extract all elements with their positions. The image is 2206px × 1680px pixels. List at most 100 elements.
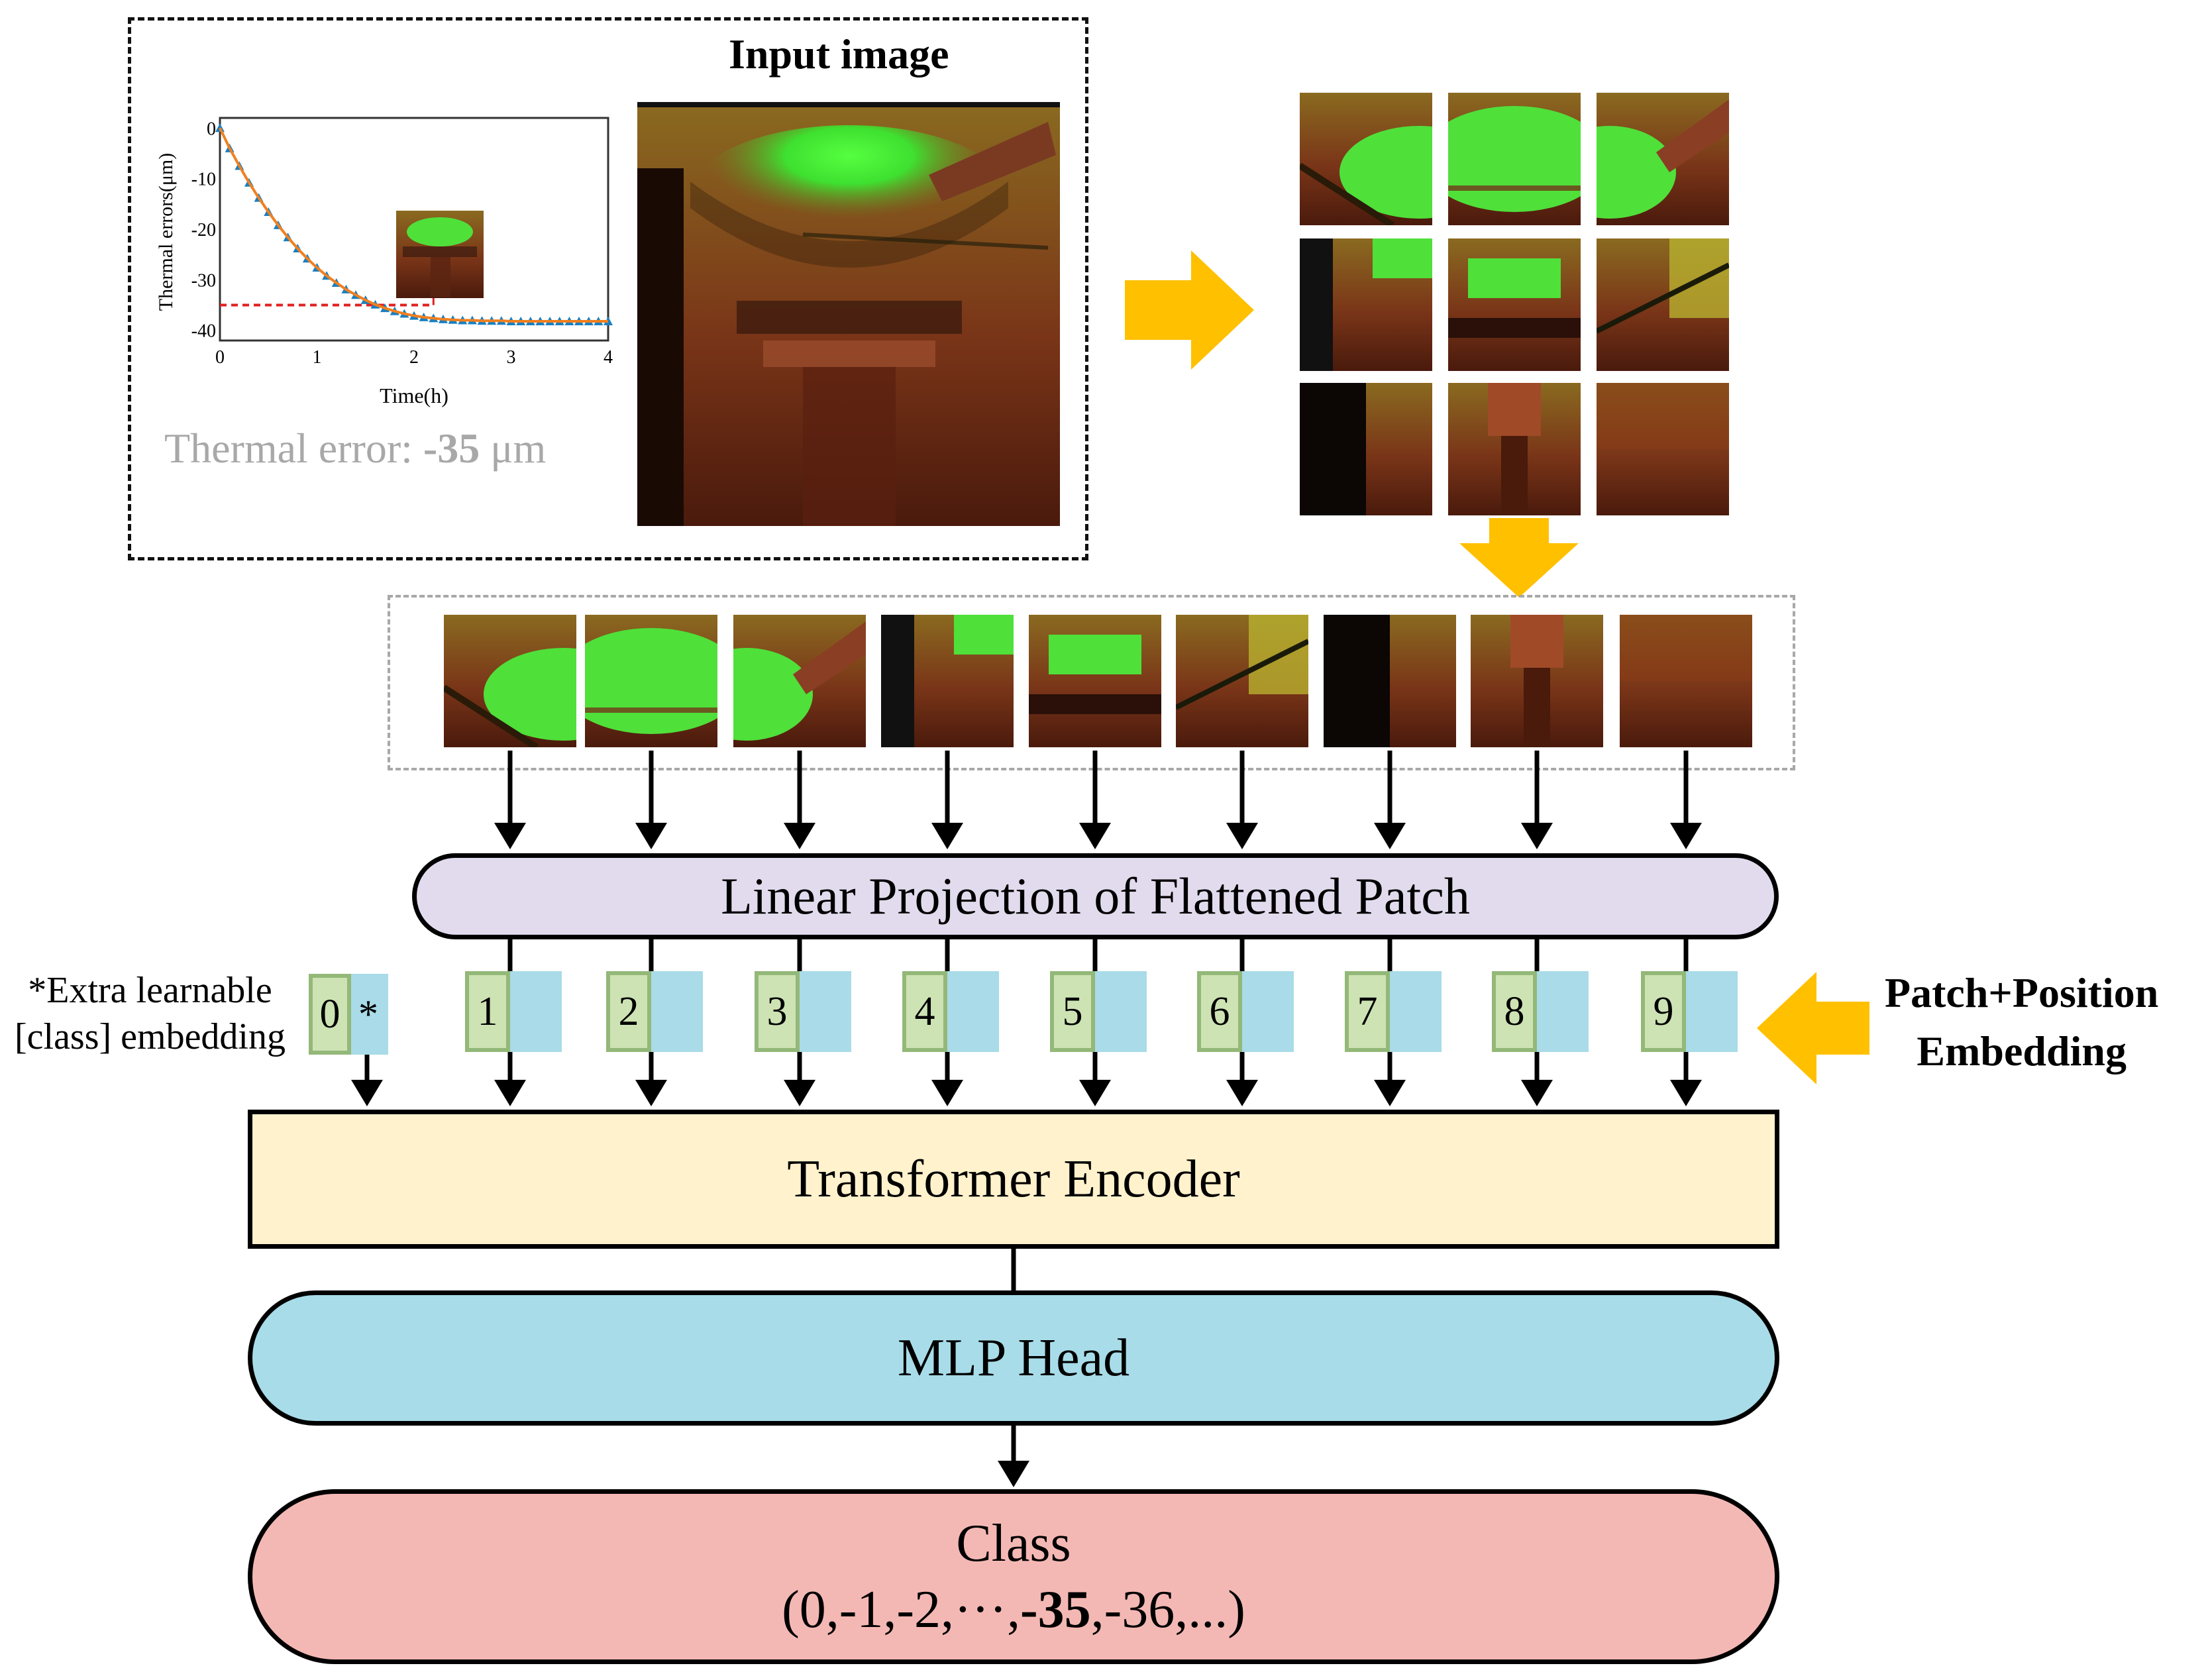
patch-token-3: 3: [755, 971, 851, 1052]
thermal-error-prefix: Thermal error:: [164, 425, 423, 472]
chart-y-tick-1: -10: [191, 170, 216, 190]
patch-position-line2: Embedding: [1917, 1027, 2127, 1075]
patch-token-index: 4: [914, 988, 935, 1034]
patch-token-9: 9: [1641, 971, 1738, 1052]
chart-y-tick-4: -40: [191, 321, 216, 342]
transformer-encoder-block: Transformer Encoder: [248, 1110, 1779, 1249]
class-token-index: 0: [319, 991, 341, 1037]
class-title: Class: [956, 1514, 1071, 1573]
token-to-encoder-arrow-6-head: [1226, 1080, 1258, 1106]
patch-token-patch-part: [606, 971, 651, 1052]
token-to-encoder-arrow-2-head: [635, 1080, 667, 1106]
patch-token-5: 5: [1050, 971, 1147, 1052]
token-to-encoder-arrow-7-head: [1374, 1080, 1406, 1106]
orange-arrow-down: [1459, 518, 1579, 598]
thermal-error-value: -35: [423, 425, 480, 472]
grid-patch-3: [1597, 93, 1729, 225]
chart-x-tick-3: 3: [507, 347, 516, 368]
extra-embedding-line1: *Extra learnable: [28, 970, 272, 1011]
patch-to-projection-arrow-7-head: [1374, 823, 1406, 849]
flattened-patch-9: [1620, 615, 1752, 747]
patch-token-patch-part: [465, 971, 510, 1052]
extra-embedding-label: *Extra learnable [class] embedding: [15, 967, 286, 1060]
patch-to-projection-arrow-3-head: [784, 823, 815, 849]
patch-position-line1: Patch+Position: [1885, 969, 2159, 1016]
linear-projection-block: Linear Projection of Flattened Patch: [412, 853, 1779, 939]
chart-x-tick-0: 0: [215, 347, 225, 368]
grid-patch-5: [1448, 238, 1581, 371]
orange-arrow-right: [1125, 250, 1254, 370]
token-to-encoder-arrow-3-head: [784, 1080, 815, 1106]
input-section-box: [128, 17, 1088, 560]
patch-token-index: 8: [1504, 988, 1525, 1034]
chart-y-axis-label: Thermal errors(μm): [155, 153, 177, 311]
mlp-head-label: MLP Head: [897, 1328, 1130, 1387]
linear-projection-label: Linear Projection of Flattened Patch: [721, 867, 1470, 925]
class-values-prefix: (0,-1,-2,···,: [782, 1581, 1020, 1639]
class-values-suffix: ,-36,...): [1090, 1581, 1245, 1639]
chart-y-tick-0: 0: [207, 119, 216, 139]
mlp-to-class-arrow-head: [998, 1461, 1029, 1487]
flattened-patch-4: [881, 615, 1014, 747]
patch-token-index: 1: [477, 988, 498, 1034]
patch-token-8: 8: [1492, 971, 1589, 1052]
patch-token-patch-part: [902, 971, 947, 1052]
flattened-patch-7: [1324, 615, 1456, 747]
class-values-highlight: -35: [1020, 1581, 1091, 1639]
grid-patch-6: [1597, 238, 1729, 371]
grid-patch-1: [1300, 93, 1432, 225]
input-image-title: Input image: [729, 30, 949, 78]
class-token-to-encoder-arrow-head: [351, 1080, 383, 1106]
patch-token-patch-part: [1197, 971, 1242, 1052]
patch-position-label: Patch+Position Embedding: [1885, 964, 2158, 1080]
grid-patch-2: [1448, 93, 1581, 225]
orange-arrow-left: [1757, 972, 1869, 1084]
patch-token-4: 4: [902, 971, 999, 1052]
token-to-encoder-arrow-4-head: [931, 1080, 963, 1106]
patch-token-patch-part: [1492, 971, 1537, 1052]
grid-patch-9: [1597, 383, 1729, 515]
grid-patch-8: [1448, 383, 1581, 515]
patch-to-projection-arrow-2-head: [635, 823, 667, 849]
patch-to-projection-arrow-8-head: [1521, 823, 1553, 849]
token-to-encoder-arrow-1-head: [494, 1080, 526, 1106]
patch-token-patch-part: [755, 971, 800, 1052]
patch-token-index: 5: [1062, 988, 1083, 1034]
transformer-encoder-label: Transformer Encoder: [787, 1149, 1240, 1208]
token-to-encoder-arrow-9-head: [1670, 1080, 1702, 1106]
patch-to-projection-arrow-5-head: [1079, 823, 1111, 849]
chart-y-tick-3: -30: [191, 270, 216, 291]
mlp-head-block: MLP Head: [248, 1290, 1779, 1426]
patch-to-projection-arrow-1-head: [494, 823, 526, 849]
patch-token-patch-part: [1345, 971, 1390, 1052]
patch-token-7: 7: [1345, 971, 1442, 1052]
flattened-patch-8: [1471, 615, 1603, 747]
thermal-error-caption: Thermal error: -35 μm: [164, 424, 546, 473]
patch-token-index: 7: [1357, 988, 1378, 1034]
flattened-patch-3: [733, 615, 866, 747]
patch-token-patch-part: [1641, 971, 1686, 1052]
patch-token-index: 6: [1209, 988, 1230, 1034]
flattened-patches-box: [388, 595, 1795, 770]
patch-to-projection-arrow-9-head: [1670, 823, 1702, 849]
flattened-patch-6: [1176, 615, 1308, 747]
patch-token-6: 6: [1197, 971, 1294, 1052]
flattened-patch-5: [1029, 615, 1161, 747]
patch-token-1: 1: [465, 971, 562, 1052]
chart-y-tick-2: -20: [191, 220, 216, 240]
chart-x-tick-4: 4: [604, 347, 613, 368]
patch-token-patch-part: [1050, 971, 1095, 1052]
class-output-block: Class (0,-1,-2,···,-35,-36,...): [248, 1489, 1779, 1664]
patch-token-index: 3: [766, 988, 788, 1034]
class-token-patch-part: [309, 974, 351, 1055]
extra-embedding-line2: [class] embedding: [15, 1016, 286, 1057]
flattened-patch-1: [444, 615, 576, 747]
grid-patch-7: [1300, 383, 1432, 515]
class-token: 0 *: [309, 974, 388, 1055]
class-values: (0,-1,-2,···,-35,-36,...): [782, 1577, 1245, 1643]
chart-x-tick-2: 2: [409, 347, 419, 368]
class-token-star: *: [358, 992, 378, 1036]
grid-patch-4: [1300, 238, 1432, 371]
flattened-patch-2: [585, 615, 717, 747]
